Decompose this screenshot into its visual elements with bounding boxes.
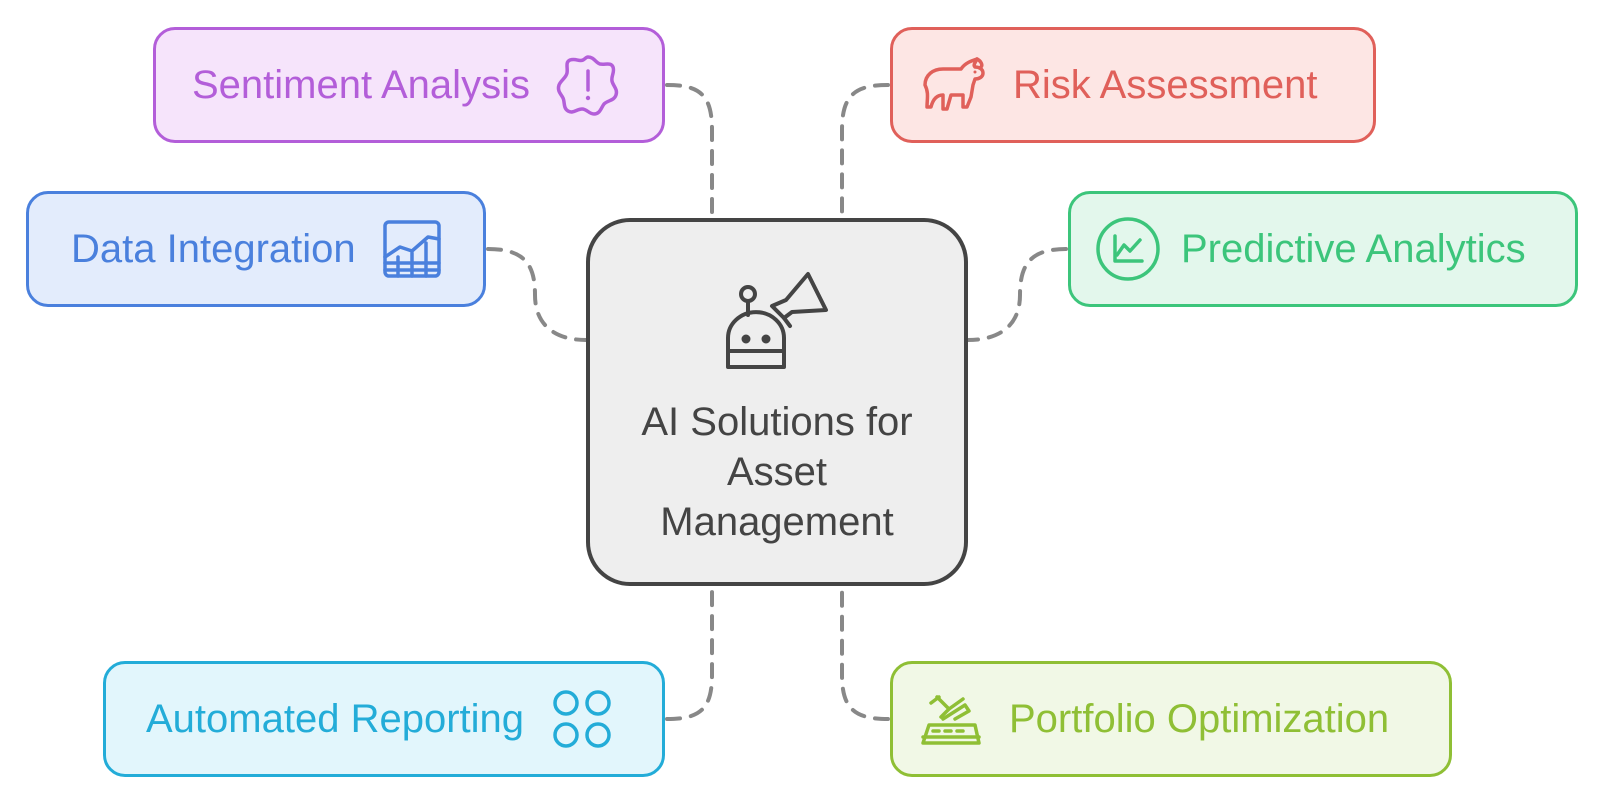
node-label: Data Integration xyxy=(71,227,356,271)
node-portfolio-optimization[interactable]: Portfolio Optimization xyxy=(890,661,1452,777)
connector-risk xyxy=(840,83,890,220)
connector-data xyxy=(486,247,588,342)
line-chart-circle-icon xyxy=(1095,216,1161,282)
bull-icon xyxy=(921,55,987,115)
node-label: Sentiment Analysis xyxy=(192,63,530,107)
four-circles-icon xyxy=(550,687,614,751)
connector-portfolio xyxy=(840,584,890,721)
node-automated-reporting[interactable]: Automated Reporting xyxy=(103,661,665,777)
node-sentiment-analysis[interactable]: Sentiment Analysis xyxy=(153,27,665,143)
node-data-integration[interactable]: Data Integration xyxy=(26,191,486,307)
abacus-icon xyxy=(919,689,983,749)
node-label: Risk Assessment xyxy=(1013,63,1318,107)
connector-sentiment xyxy=(665,83,714,220)
exclamation-badge-icon xyxy=(556,53,620,117)
node-risk-assessment[interactable]: Risk Assessment xyxy=(890,27,1376,143)
chart-table-icon xyxy=(382,219,442,279)
central-topic-node: AI Solutions for Asset Management xyxy=(586,218,968,586)
central-topic-title: AI Solutions for Asset Management xyxy=(641,400,913,544)
node-label: Predictive Analytics xyxy=(1181,227,1526,271)
connector-predictive xyxy=(966,247,1068,342)
robot-megaphone-icon xyxy=(722,266,832,381)
connector-reporting xyxy=(665,584,714,721)
node-predictive-analytics[interactable]: Predictive Analytics xyxy=(1068,191,1578,307)
node-label: Automated Reporting xyxy=(146,697,525,741)
node-label: Portfolio Optimization xyxy=(1009,697,1390,741)
